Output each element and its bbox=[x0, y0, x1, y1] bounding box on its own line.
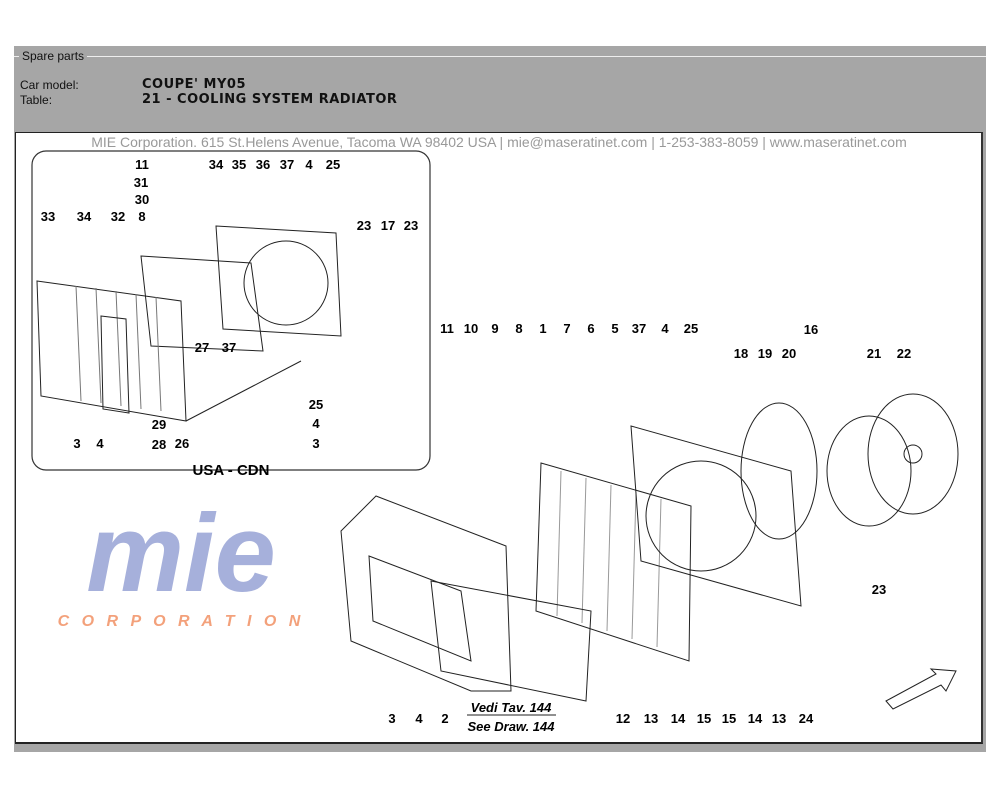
part-callout[interactable]: 3 bbox=[73, 436, 80, 451]
part-callout[interactable]: 3 bbox=[312, 436, 319, 451]
table-label: Table: bbox=[20, 93, 53, 107]
part-callout[interactable]: 11 bbox=[440, 321, 454, 336]
reference-en[interactable]: See Draw. 144 bbox=[468, 719, 556, 734]
part-callout[interactable]: 31 bbox=[134, 175, 148, 190]
inset-caption: USA - CDN bbox=[193, 462, 270, 479]
part-callout[interactable]: 4 bbox=[305, 157, 313, 172]
part-callout[interactable]: 15 bbox=[722, 711, 736, 726]
part-callout[interactable]: 4 bbox=[415, 711, 423, 726]
part-callout[interactable]: 18 bbox=[734, 346, 748, 361]
part-callout[interactable]: 7 bbox=[563, 321, 570, 336]
part-callout[interactable]: 13 bbox=[644, 711, 658, 726]
part-callout[interactable]: 12 bbox=[616, 711, 630, 726]
watermark-logo: mie bbox=[86, 492, 276, 615]
inset-frame bbox=[31, 150, 431, 471]
part-callout[interactable]: 17 bbox=[381, 218, 395, 233]
part-callout[interactable]: 9 bbox=[491, 321, 498, 336]
part-callout[interactable]: 30 bbox=[135, 192, 149, 207]
part-callout[interactable]: 25 bbox=[684, 321, 698, 336]
part-callout[interactable]: 8 bbox=[138, 209, 145, 224]
part-callout[interactable]: 29 bbox=[152, 417, 166, 432]
part-callout[interactable]: 37 bbox=[632, 321, 646, 336]
part-callout[interactable]: 35 bbox=[232, 157, 246, 172]
part-callout[interactable]: 26 bbox=[175, 436, 189, 451]
part-callout[interactable]: 4 bbox=[661, 321, 669, 336]
part-callout[interactable]: 23 bbox=[404, 218, 418, 233]
part-callout[interactable]: 20 bbox=[782, 346, 796, 361]
part-callout[interactable]: 16 bbox=[804, 322, 818, 337]
part-callout[interactable]: 6 bbox=[587, 321, 594, 336]
part-callout[interactable]: 22 bbox=[897, 346, 911, 361]
part-callout[interactable]: 25 bbox=[309, 397, 323, 412]
part-callout[interactable]: 11 bbox=[135, 157, 149, 172]
part-callout[interactable]: 2 bbox=[441, 711, 448, 726]
main-radiator-drawing bbox=[340, 393, 959, 710]
part-callout[interactable]: 14 bbox=[748, 711, 763, 726]
part-callout[interactable]: 36 bbox=[256, 157, 270, 172]
part-callout[interactable]: 3 bbox=[388, 711, 395, 726]
part-callout[interactable]: 25 bbox=[326, 157, 340, 172]
part-callout[interactable]: 19 bbox=[758, 346, 772, 361]
part-callout[interactable]: 23 bbox=[357, 218, 371, 233]
part-callout[interactable]: 4 bbox=[96, 436, 104, 451]
part-callout[interactable]: 5 bbox=[611, 321, 618, 336]
part-callout[interactable]: 34 bbox=[77, 209, 92, 224]
table-value: 21 - COOLING SYSTEM RADIATOR bbox=[142, 92, 398, 107]
group-title: Spare parts bbox=[19, 49, 88, 63]
group-border bbox=[14, 56, 986, 57]
part-callout[interactable]: 32 bbox=[111, 209, 125, 224]
part-callout[interactable]: 28 bbox=[152, 437, 166, 452]
part-callout[interactable]: 34 bbox=[209, 157, 224, 172]
car-model-value: COUPE' MY05 bbox=[142, 77, 247, 92]
part-callout[interactable]: 37 bbox=[222, 340, 236, 355]
part-callout[interactable]: 14 bbox=[671, 711, 686, 726]
part-callout[interactable]: 37 bbox=[280, 157, 294, 172]
footer-watermark: MIE Corporation. 615 St.Helens Avenue, T… bbox=[91, 134, 907, 150]
part-callout[interactable]: 23 bbox=[872, 582, 886, 597]
part-callout[interactable]: 15 bbox=[697, 711, 711, 726]
reference-it[interactable]: Vedi Tav. 144 bbox=[471, 700, 552, 715]
part-callout[interactable]: 1 bbox=[539, 321, 546, 336]
part-callout[interactable]: 4 bbox=[312, 416, 320, 431]
part-callout[interactable]: 27 bbox=[195, 340, 209, 355]
part-callout[interactable]: 33 bbox=[41, 209, 55, 224]
part-callout[interactable]: 24 bbox=[799, 711, 814, 726]
car-model-label: Car model: bbox=[20, 78, 79, 92]
part-callout[interactable]: 8 bbox=[515, 321, 522, 336]
watermark-subtitle: C O R P O R A T I O N bbox=[58, 613, 305, 630]
part-callout[interactable]: 21 bbox=[867, 346, 881, 361]
inset-radiator-drawing bbox=[36, 225, 342, 422]
part-callout[interactable]: 13 bbox=[772, 711, 786, 726]
part-callout[interactable]: 10 bbox=[464, 321, 478, 336]
